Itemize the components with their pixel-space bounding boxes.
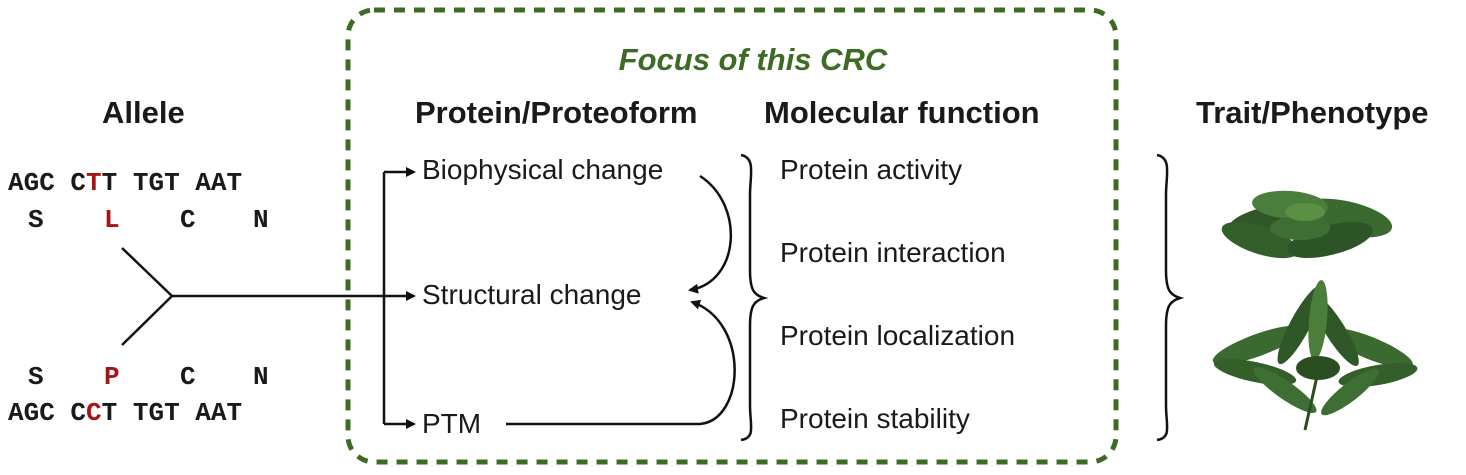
allele-fork-top bbox=[121, 247, 173, 297]
function-protein-localization: Protein localization bbox=[780, 320, 1016, 351]
allele-fork-bottom bbox=[121, 295, 173, 346]
codon: AGC bbox=[8, 168, 55, 198]
mutated-amino-acid: L bbox=[104, 205, 120, 235]
amino-acid: S bbox=[28, 362, 44, 392]
curve-ptm-to-structural bbox=[506, 299, 736, 426]
heading-protein-proteoform: Protein/Proteoform bbox=[415, 95, 698, 130]
mutated-amino-acid: P bbox=[104, 362, 120, 392]
codon: CTT bbox=[70, 168, 118, 198]
mutated-base: C bbox=[86, 398, 102, 428]
function-protein-stability: Protein stability bbox=[780, 403, 970, 434]
brace-molecular-function bbox=[740, 153, 769, 442]
brace-trait bbox=[1156, 153, 1185, 442]
heading-trait-phenotype: Trait/Phenotype bbox=[1196, 95, 1429, 130]
heading-allele: Allele bbox=[102, 95, 185, 130]
curve-biophysical-to-structural bbox=[688, 174, 732, 294]
codon: CCT bbox=[70, 398, 118, 428]
rosette-plant-image bbox=[1221, 190, 1393, 259]
allele-bottom-dna: AGC CCT TGT AAT bbox=[8, 398, 242, 428]
mutated-base: T bbox=[86, 168, 102, 198]
amino-acid: N bbox=[253, 362, 269, 392]
function-protein-interaction: Protein interaction bbox=[780, 237, 1006, 268]
amino-acid: N bbox=[253, 205, 269, 235]
amino-acid: C bbox=[180, 205, 196, 235]
focus-box-title: Focus of this CRC bbox=[618, 42, 888, 77]
allele-top-dna: AGC CTT TGT AAT bbox=[8, 168, 242, 198]
amino-acid: C bbox=[180, 362, 196, 392]
proteoform-ptm: PTM bbox=[422, 408, 482, 439]
codon: AAT bbox=[195, 398, 243, 428]
elongated-plant-image bbox=[1212, 280, 1418, 431]
heading-molecular-function: Molecular function bbox=[764, 95, 1040, 130]
codon: TGT bbox=[132, 398, 180, 428]
proteoform-biophysical-change: Biophysical change bbox=[422, 154, 664, 185]
codon: TGT bbox=[132, 168, 180, 198]
function-protein-activity: Protein activity bbox=[780, 154, 963, 185]
codon: AGC bbox=[8, 398, 55, 428]
codon: AAT bbox=[195, 168, 243, 198]
proteoform-structural-change: Structural change bbox=[422, 279, 642, 310]
amino-acid: S bbox=[28, 205, 44, 235]
